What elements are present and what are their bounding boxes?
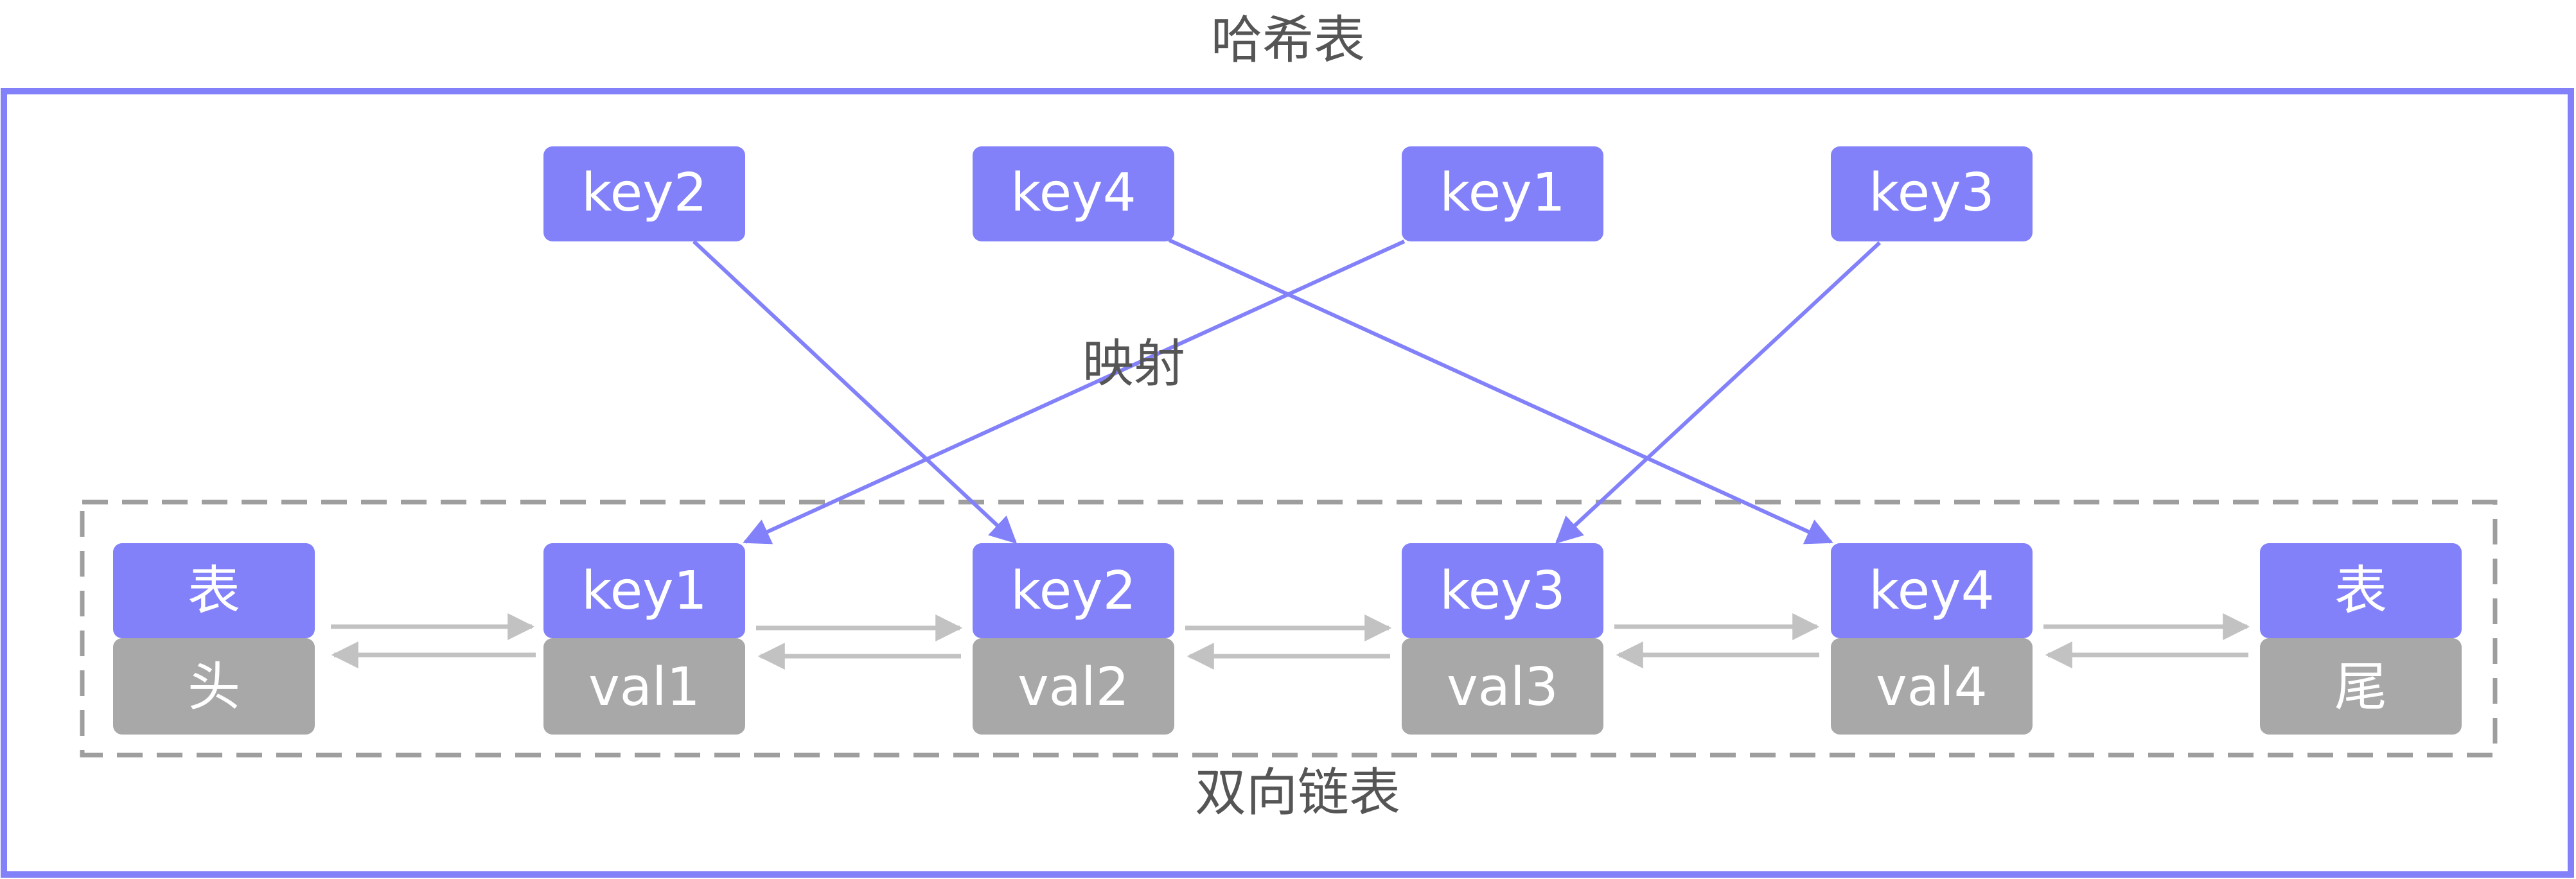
- svg-text:val3: val3: [1447, 657, 1558, 718]
- list-node-row: 表 头 key1 val1 key2 val2 key3 val3 key4 v…: [113, 543, 2462, 735]
- hash-table-frame: [1, 88, 2574, 878]
- list-node-head: 表 头: [113, 543, 315, 735]
- hash-key: key2: [543, 146, 745, 241]
- svg-text:key2: key2: [1010, 561, 1136, 622]
- list-node-tail: 表 尾: [2260, 543, 2462, 735]
- mapping-label: 映射: [1082, 334, 1185, 394]
- mapping-arrow: [1168, 238, 1833, 544]
- svg-text:val1: val1: [588, 657, 700, 718]
- svg-text:尾: 尾: [2334, 657, 2387, 718]
- list-node: key1 val1: [543, 543, 745, 735]
- hash-key: key3: [1831, 146, 2033, 241]
- mapping-arrows: [692, 238, 1882, 544]
- mapping-arrow: [1555, 241, 1882, 544]
- svg-text:key2: key2: [581, 162, 707, 223]
- svg-text:val4: val4: [1876, 657, 1988, 718]
- svg-text:头: 头: [188, 657, 240, 718]
- svg-text:key1: key1: [581, 561, 707, 622]
- svg-text:key3: key3: [1440, 561, 1566, 622]
- svg-text:表: 表: [2334, 561, 2387, 622]
- svg-text:key3: key3: [1869, 162, 1995, 223]
- mapping-arrow: [743, 239, 1406, 544]
- hash-table-title: 哈希表: [1211, 10, 1365, 70]
- hash-key: key1: [1402, 146, 1603, 241]
- mapping-arrow: [692, 239, 1018, 544]
- hash-key: key4: [973, 146, 1174, 241]
- svg-text:key4: key4: [1869, 561, 1995, 622]
- hash-key-row: key2 key4 key1 key3: [543, 146, 2033, 241]
- svg-text:key4: key4: [1010, 162, 1136, 223]
- linked-list-label: 双向链表: [1195, 763, 1400, 822]
- svg-text:val2: val2: [1018, 657, 1129, 718]
- list-links: [331, 613, 2250, 670]
- list-node: key3 val3: [1402, 543, 1603, 735]
- linked-list-frame: [80, 500, 2498, 758]
- svg-text:表: 表: [188, 561, 240, 622]
- list-node: key4 val4: [1831, 543, 2033, 735]
- svg-text:key1: key1: [1440, 162, 1566, 223]
- list-node: key2 val2: [973, 543, 1174, 735]
